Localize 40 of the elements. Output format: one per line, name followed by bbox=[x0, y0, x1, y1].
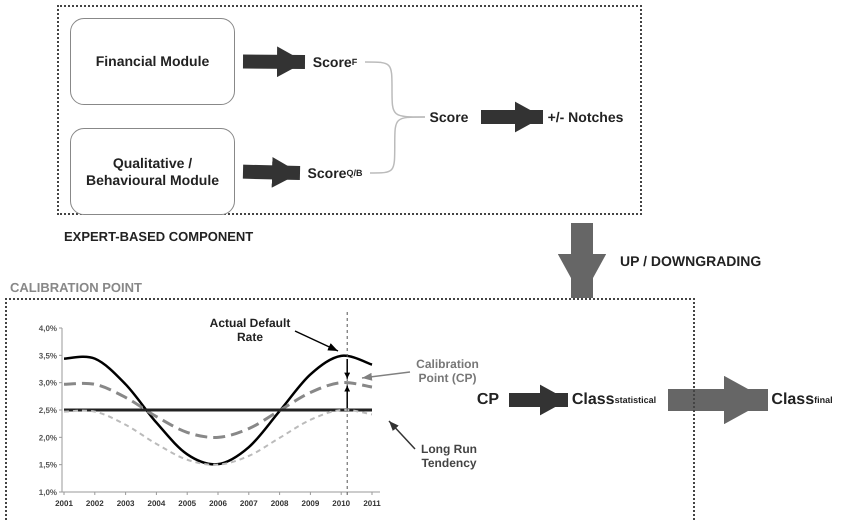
leader-arrow bbox=[294, 330, 338, 352]
cp-text: CP bbox=[475, 388, 501, 412]
annotation-text: Actual Default Rate bbox=[205, 314, 295, 348]
axis-tick-label: 2006 bbox=[209, 499, 227, 508]
axis-tick-label: 3,5% bbox=[38, 351, 57, 360]
block-arrow bbox=[242, 156, 300, 188]
axis-tick-label: 2009 bbox=[302, 499, 320, 508]
axis-tick-label: 2010 bbox=[332, 499, 350, 508]
curly-brace bbox=[365, 61, 425, 118]
axis-tick-label: 2002 bbox=[86, 499, 104, 508]
block-arrow bbox=[668, 376, 768, 424]
axis-tick-label: 4,0% bbox=[38, 324, 57, 333]
notches-text: +/- Notches bbox=[543, 105, 628, 129]
block-arrow bbox=[242, 46, 306, 78]
group-title: CALIBRATION POINT bbox=[10, 280, 142, 295]
axis-tick-label: 2,5% bbox=[38, 406, 57, 415]
leader-arrow bbox=[388, 420, 416, 450]
axis-tick-label: 2004 bbox=[148, 499, 166, 508]
axis-tick-label: 2007 bbox=[240, 499, 258, 508]
axis-tick-label: 2,0% bbox=[38, 433, 57, 442]
axis-tick-label: 2005 bbox=[178, 499, 196, 508]
group-title: EXPERT-BASED COMPONENT bbox=[64, 229, 254, 244]
block-arrow bbox=[481, 102, 543, 132]
module-box: Financial Module bbox=[70, 18, 235, 105]
axis-tick-label: 2011 bbox=[363, 499, 381, 508]
block-arrow bbox=[558, 223, 606, 298]
axis-tick-label: 1,0% bbox=[38, 488, 57, 497]
axis-tick-label: 3,0% bbox=[38, 378, 57, 388]
annotation-text: Calibration Point (CP) bbox=[410, 355, 485, 389]
curly-brace bbox=[370, 116, 425, 174]
block-arrow bbox=[509, 384, 568, 416]
leader-arrow bbox=[362, 371, 410, 381]
annotation-text: Long Run Tendency bbox=[415, 440, 483, 474]
module-box: Qualitative / Behavioural Module bbox=[70, 128, 235, 215]
edge-label: UP / DOWNGRADING bbox=[620, 253, 762, 269]
axis-tick-label: 2003 bbox=[116, 499, 134, 508]
axis-tick-label: 2001 bbox=[55, 499, 73, 508]
score-text: Score bbox=[425, 105, 473, 129]
axis-tick-label: 2008 bbox=[270, 499, 288, 508]
axis-tick-label: 1,5% bbox=[38, 460, 57, 470]
